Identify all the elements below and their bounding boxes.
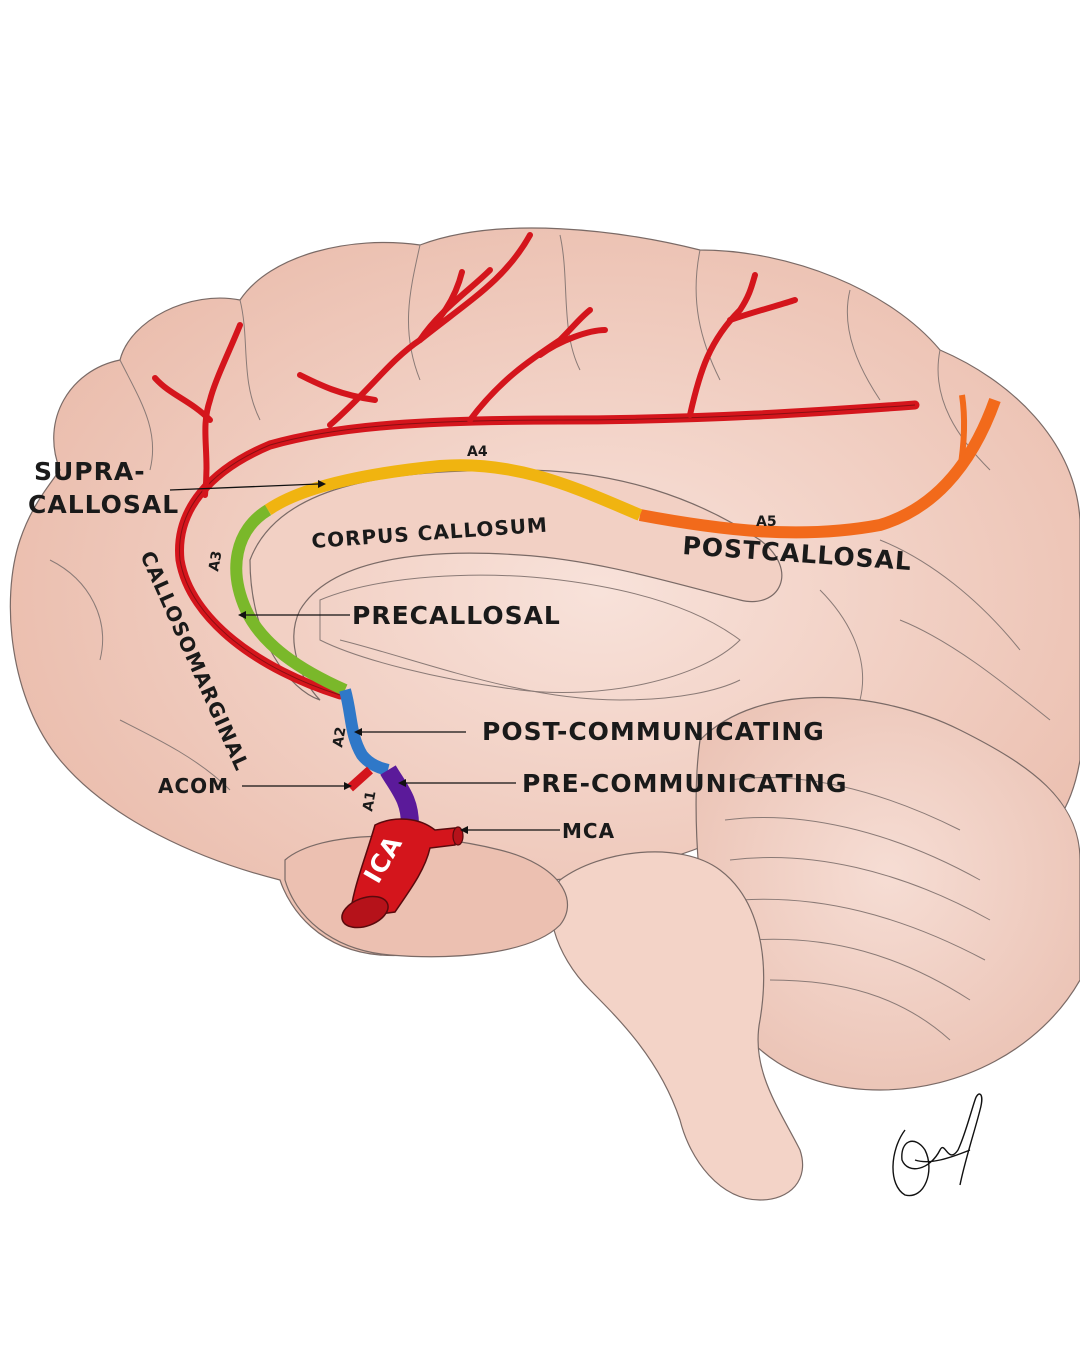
arteries [152,232,920,700]
segment-a2-label: A2 [330,726,349,749]
artist-signature [892,1093,983,1197]
pericallosal-segments [230,394,1001,826]
segment-a3-vessel [230,504,348,696]
segment-a4-vessel [264,459,643,521]
ica-vessel [341,818,464,929]
segment-a1-label: A1 [360,790,379,813]
precallosal-label: PRECALLOSAL [352,601,561,630]
segment-a5-vessel [638,397,1001,539]
branch-1 [202,322,243,498]
brainstem [550,851,804,1201]
branch-4 [687,272,758,418]
mca-label: MCA [562,819,615,843]
segment-a2-vessel [339,688,390,776]
lateral-ventricle [319,574,741,694]
branch-5 [417,232,533,343]
acom-label: ACOM [158,774,229,798]
supracallosal-label-line2: CALLOSAL [28,490,179,519]
cortical-sulci [49,234,1051,791]
segment-a4-label: A4 [467,444,488,460]
segment-a3-label: A3 [206,550,225,573]
fornix [339,639,741,701]
pointer-lines [169,480,560,834]
cerebellum-folia [724,776,991,1041]
post-communicating-label: POST-COMMUNICATING [482,717,825,746]
segment-a5-label: A5 [756,514,777,530]
supracallosal-label-line1: SUPRA- [34,457,146,486]
pre-communicating-label: PRE-COMMUNICATING [522,769,847,798]
acom-vessel [346,766,374,792]
